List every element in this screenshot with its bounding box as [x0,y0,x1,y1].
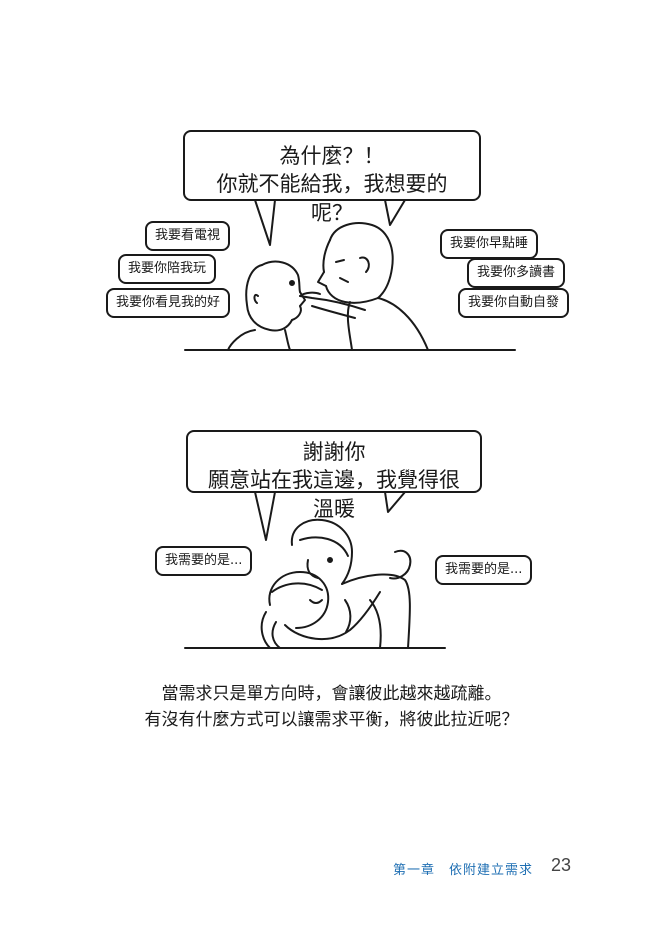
parent-bubble-2: 我要你多讀書 [467,258,566,288]
page-number: 23 [551,855,572,875]
main-bubble-2-tail-left [254,491,276,541]
caption-line2: 有沒有什麼方式可以讓需求平衡，將彼此拉近呢？ [144,710,519,730]
panel2-left-bubble: 我需要的是... [155,546,253,576]
parent-bubble-3: 我要你自動自發 [458,288,570,318]
panel2-main-line2: 願意站在我這邊，我覺得很溫暖 [208,468,460,521]
child-bubble-1: 我要看電視 [145,221,231,251]
panel2-main-bubble: 謝謝你 願意站在我這邊，我覺得很溫暖 [186,430,482,521]
parent-figure [299,222,429,351]
panel2-right-bubble: 我需要的是... [435,555,533,585]
panel1-main-line2: 你就不能給我，我想要的呢？ [216,172,448,225]
child-bubble-3: 我要你看見我的好 [106,288,231,318]
panel2-main-line1: 謝謝你 [302,440,366,464]
main-bubble-tail-left [254,199,276,246]
footer-chapter-title: 第一章 依附建立需求 [393,863,534,878]
parent-bubble-1: 我要你早點睡 [440,229,539,259]
caption: 當需求只是單方向時，會讓彼此越來越疏離。 有沒有什麼方式可以讓需求平衡，將彼此拉… [0,681,663,733]
caption-line1: 當需求只是單方向時，會讓彼此越來越疏離。 [161,684,502,704]
hug-figures [260,518,412,649]
child-bubble-2: 我要你陪我玩 [118,254,217,284]
main-bubble-2-tail-right [384,491,406,513]
main-bubble-tail-right [384,199,406,226]
panel1-main-line1: 為什麼？！ [279,144,385,168]
panel1-main-bubble: 為什麼？！ 你就不能給我，我想要的呢？ [183,130,481,225]
child-figure [227,260,306,351]
